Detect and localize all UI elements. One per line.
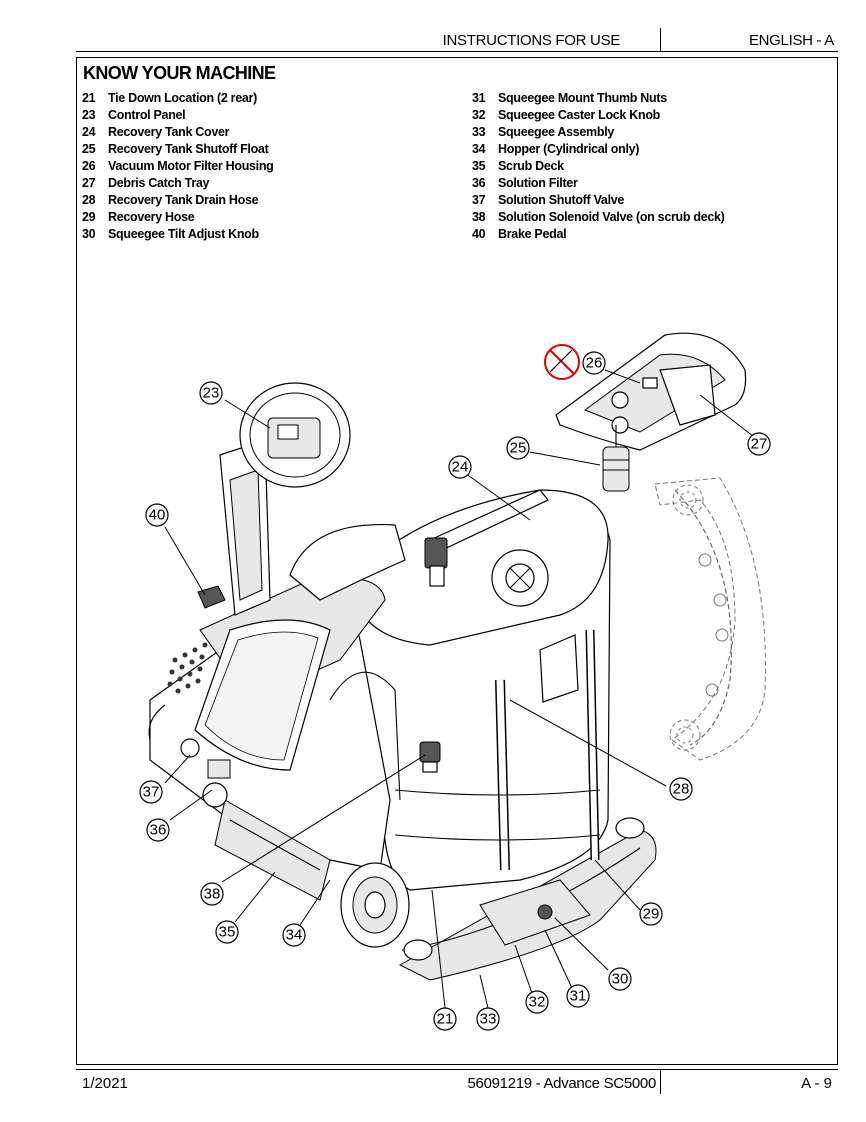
svg-text:30: 30 <box>612 971 629 988</box>
svg-text:35: 35 <box>219 924 236 941</box>
header-title: INSTRUCTIONS FOR USE <box>442 32 621 49</box>
footer-doc-number: 56091219 - Advance SC5000 <box>467 1075 657 1092</box>
section-title: KNOW YOUR MACHINE <box>83 63 276 83</box>
svg-text:27: 27 <box>751 436 768 453</box>
svg-text:31: 31 <box>570 988 587 1005</box>
callout-25: 25 <box>506 436 530 460</box>
header-language: ENGLISH - A <box>748 32 834 49</box>
footer-date: 1/2021 <box>82 1075 128 1092</box>
header-divider <box>660 28 661 52</box>
callout-30: 30 <box>608 967 632 991</box>
callout-36: 36 <box>146 818 170 842</box>
callout-35: 35 <box>215 920 239 944</box>
callout-32: 32 <box>525 990 549 1014</box>
no-tools-icon <box>544 344 580 380</box>
svg-text:21: 21 <box>437 1011 454 1028</box>
squeegee-exploded-view <box>654 477 766 761</box>
callout-24: 24 <box>448 455 472 479</box>
svg-text:25: 25 <box>510 440 527 457</box>
callout-34: 34 <box>282 923 306 947</box>
svg-text:40: 40 <box>149 507 166 524</box>
leader-lines <box>164 369 759 1009</box>
callout-31: 31 <box>566 984 590 1008</box>
callout-28: 28 <box>669 777 693 801</box>
svg-text:26: 26 <box>586 355 603 372</box>
svg-text:33: 33 <box>480 1011 497 1028</box>
svg-text:24: 24 <box>452 459 469 476</box>
callout-26: 26 <box>582 351 606 375</box>
header-rule <box>76 51 838 52</box>
footer-page-number: A - 9 <box>801 1075 832 1092</box>
footer-divider <box>660 1069 661 1094</box>
callout-37: 37 <box>139 780 163 804</box>
callout-33: 33 <box>476 1007 500 1031</box>
callout-38: 38 <box>200 882 224 906</box>
debris-tray-assembly <box>555 332 747 451</box>
svg-text:36: 36 <box>150 822 167 839</box>
svg-text:37: 37 <box>143 784 160 801</box>
svg-text:23: 23 <box>203 385 220 402</box>
callout-21: 21 <box>433 1007 457 1031</box>
svg-text:28: 28 <box>673 781 690 798</box>
callout-40: 40 <box>145 503 169 527</box>
svg-text:29: 29 <box>643 906 660 923</box>
machine-body <box>148 382 657 981</box>
shutoff-float <box>602 425 630 492</box>
callout-29: 29 <box>639 902 663 926</box>
callout-23: 23 <box>199 381 223 405</box>
callout-27: 27 <box>747 432 771 456</box>
svg-text:38: 38 <box>204 886 221 903</box>
svg-text:34: 34 <box>286 927 303 944</box>
svg-text:32: 32 <box>529 994 546 1011</box>
footer-rule <box>76 1069 838 1070</box>
page-header: INSTRUCTIONS FOR USE ENGLISH - A <box>76 28 838 52</box>
